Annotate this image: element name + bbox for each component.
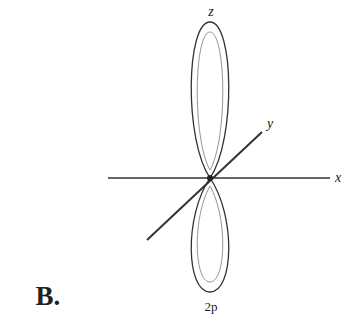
orbital-label: 2p — [205, 300, 218, 313]
axis-label: z — [208, 5, 213, 19]
lower-lobe — [191, 178, 229, 292]
upper-lobe — [191, 22, 229, 178]
nucleus-dot — [207, 175, 213, 181]
x-axis — [108, 177, 330, 178]
upper-lobe-inner — [197, 32, 223, 170]
axis-label: x — [335, 171, 341, 185]
lower-lobe-inner — [197, 186, 223, 282]
option-letter: B. — [36, 283, 61, 310]
axis-label: y — [267, 117, 273, 131]
